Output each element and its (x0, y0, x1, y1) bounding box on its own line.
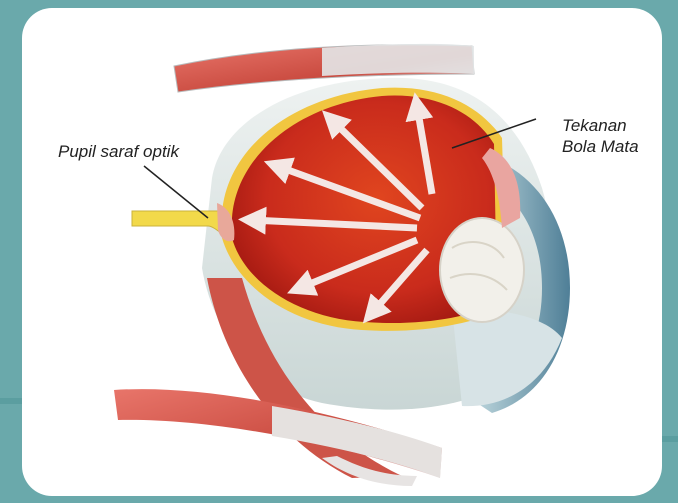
label-pressure-line2: Bola Mata (562, 136, 639, 157)
label-pressure-line1: Tekanan (562, 115, 639, 136)
eye-cross-section-illustration (22, 8, 662, 496)
diagram-card: Pupil saraf optik Tekanan Bola Mata (22, 8, 662, 496)
decor-bar-left (0, 398, 22, 404)
leader-line-optic (144, 166, 208, 218)
optic-nerve (132, 211, 232, 234)
label-intraocular-pressure: Tekanan Bola Mata (562, 115, 639, 157)
label-optic-nerve: Pupil saraf optik (58, 141, 179, 162)
lens (440, 218, 524, 322)
decor-bar-right (662, 436, 678, 442)
